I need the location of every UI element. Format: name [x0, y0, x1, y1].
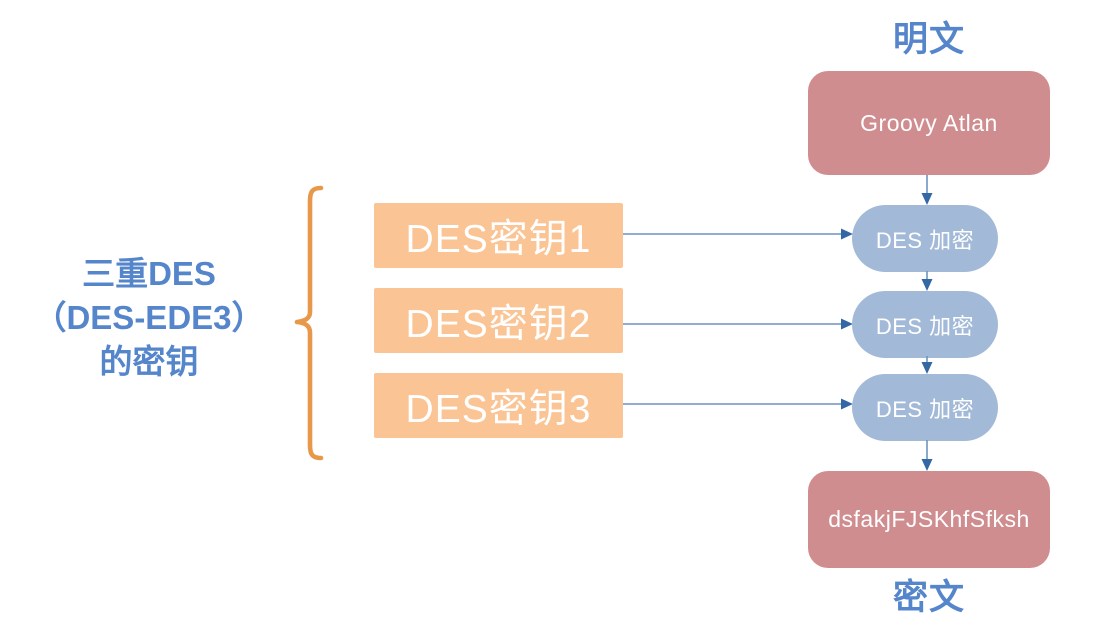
arrow-stage1-to-stage2	[921, 271, 933, 291]
key-box-1: DES密钥1	[374, 203, 623, 268]
des-stage-1: DES 加密	[852, 205, 998, 272]
key-box-3-label: DES密钥3	[405, 387, 592, 431]
plaintext-box-text: Groovy Atlan	[860, 109, 998, 136]
left-brace-icon	[294, 185, 324, 461]
key-box-1-label: DES密钥1	[405, 217, 592, 261]
ciphertext-box-text: dsfakjFJSKhfSfksh	[828, 506, 1030, 532]
left-caption: 三重DES （DES-EDE3） 的密钥	[10, 252, 288, 384]
left-caption-line2: （DES-EDE3）	[33, 299, 265, 336]
left-caption-line1: 三重DES	[82, 255, 216, 292]
key-box-2-label: DES密钥2	[405, 302, 592, 346]
plaintext-label: 明文	[892, 20, 965, 59]
arrow-stage2-to-stage3	[921, 356, 933, 374]
arrow-key3-to-stage3	[623, 398, 853, 410]
ciphertext-label: 密文	[892, 578, 965, 617]
des-stage-1-label: DES 加密	[875, 227, 975, 253]
arrow-plaintext-to-stage1	[921, 175, 933, 205]
plaintext-box: Groovy Atlan	[808, 71, 1050, 175]
arrow-stage3-to-ciphertext	[921, 440, 933, 471]
des-stage-2-label: DES 加密	[875, 313, 975, 339]
key-box-3: DES密钥3	[374, 373, 623, 438]
arrow-key1-to-stage1	[623, 228, 853, 240]
left-caption-line3: 的密钥	[99, 343, 199, 380]
des-stage-3-label: DES 加密	[875, 396, 975, 422]
des-stage-3: DES 加密	[852, 374, 998, 441]
key-box-2: DES密钥2	[374, 288, 623, 353]
arrow-key2-to-stage2	[623, 318, 853, 330]
ciphertext-box: dsfakjFJSKhfSfksh	[808, 471, 1050, 568]
des-stage-2: DES 加密	[852, 291, 998, 358]
